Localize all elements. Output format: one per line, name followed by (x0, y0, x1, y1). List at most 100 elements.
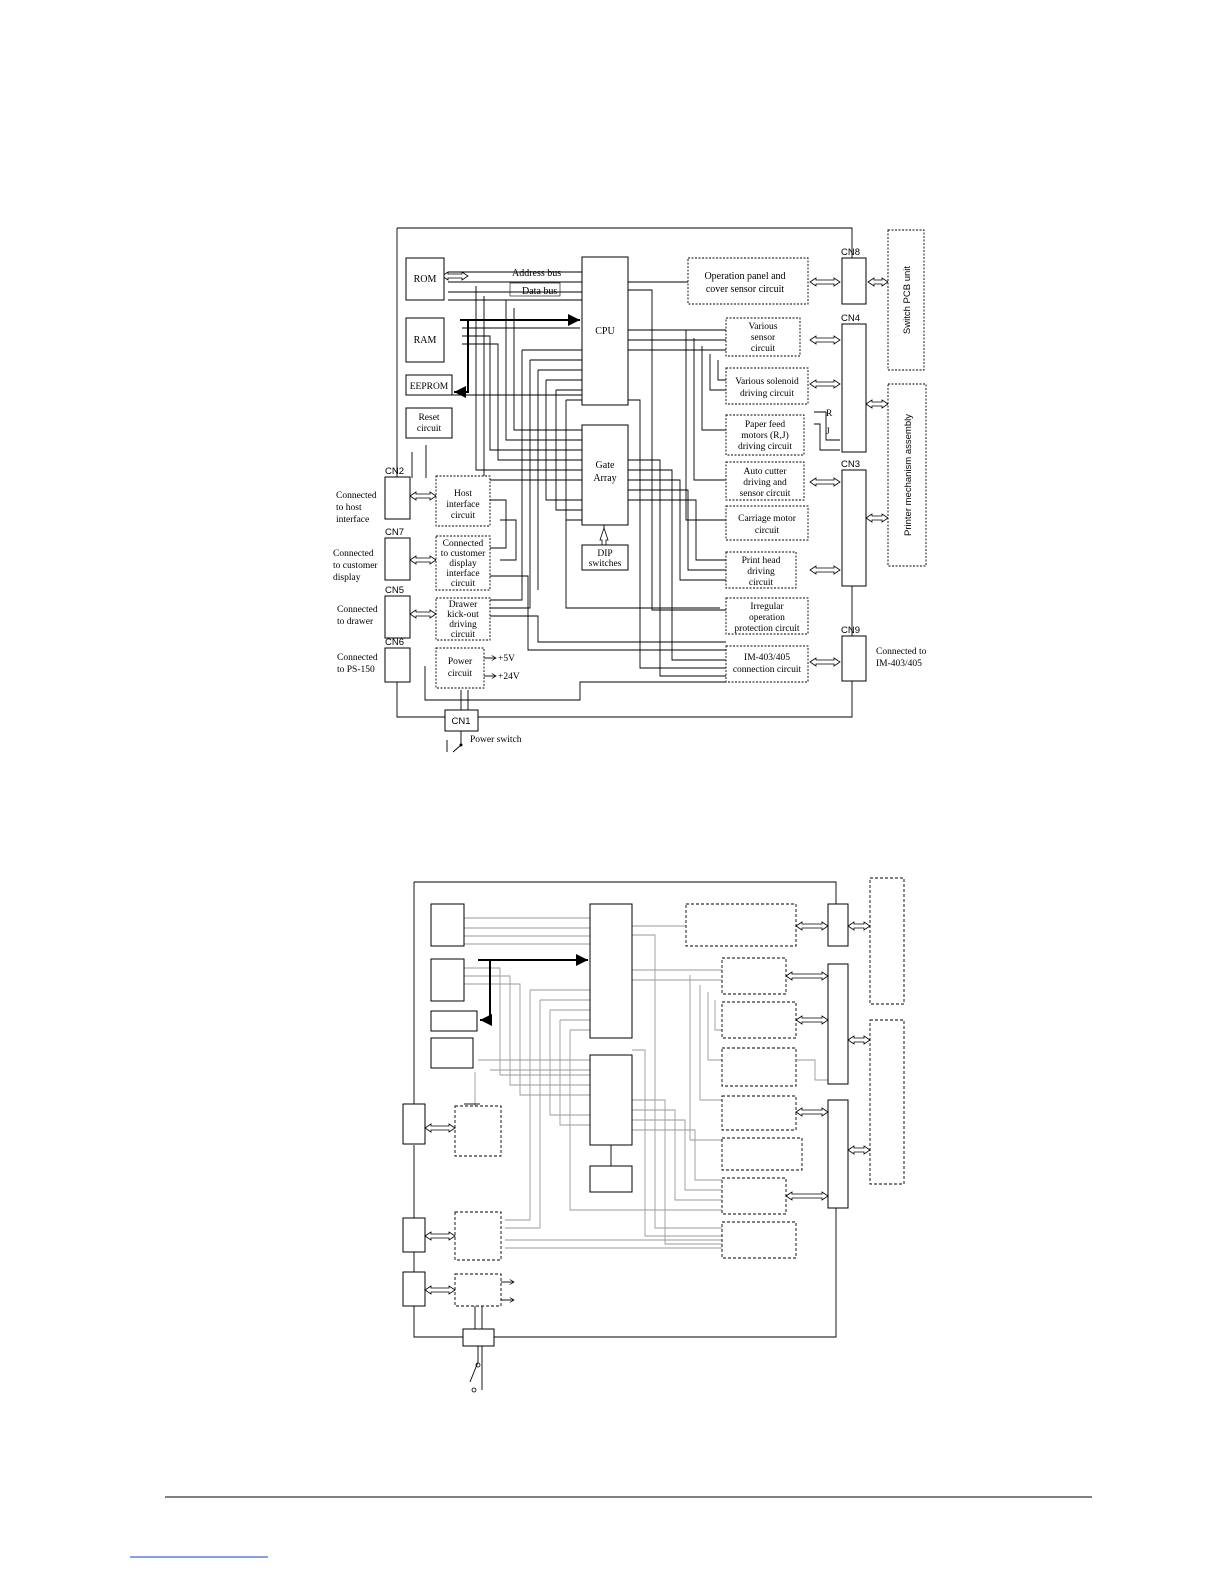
gate-array-label-0: Gate (596, 460, 615, 471)
cn3-connector: CN3 (841, 459, 867, 587)
gate-array-label-1: Array (593, 473, 616, 484)
host-if-1: interface (446, 499, 479, 510)
bottom-printer-mech-box (869, 1019, 905, 1185)
drawer-side-0: Connected (337, 605, 378, 615)
drawer-3: circuit (451, 630, 476, 640)
cn7-connector: CN7 (384, 527, 411, 581)
cust-side-2: display (333, 573, 361, 583)
cn4-connector: CN4 (841, 313, 867, 453)
eeprom-label: EEPROM (410, 382, 449, 392)
cn5-label: CN5 (385, 585, 404, 596)
bottom-switch-pcb-box (869, 877, 905, 1005)
bottom-carriage-box (721, 1137, 803, 1171)
bottom-paper-feed-box (721, 1047, 797, 1087)
reset-block: Reset circuit (405, 407, 453, 439)
irregular-op-block: Irregular operation protection circuit (725, 597, 809, 635)
reset-label-0: Reset (418, 413, 439, 423)
power-1: circuit (448, 669, 473, 679)
print-head-2: circuit (749, 578, 774, 588)
bottom-op-panel-box (685, 903, 797, 947)
rom-block: ROM (405, 257, 445, 301)
switch-pcb-block: Switch PCB unit (887, 229, 925, 371)
bottom-cutter-box (721, 1095, 797, 1131)
ps150-side-1: to PS-150 (337, 665, 375, 675)
dip-switches-block: DIP switches (581, 544, 629, 571)
printer-mechanism-block: Printer mechanism assembly (887, 383, 927, 567)
im-side-1: IM-403/405 (876, 659, 922, 669)
bottom-power-box (454, 1273, 502, 1307)
drawer-2: driving (449, 620, 477, 630)
carriage-motor-block: Carriage motor circuit (725, 505, 809, 541)
reset-label-1: circuit (417, 424, 442, 434)
power-switch-label: Power switch (470, 735, 522, 745)
print-head-1: driving (747, 567, 775, 577)
sensor-1: sensor (751, 333, 776, 343)
cpu-label: CPU (595, 326, 615, 337)
cpu-block: CPU (581, 256, 629, 406)
irregular-2: protection circuit (734, 624, 800, 634)
bottom-rom-box (430, 903, 465, 947)
bottom-ram-box (430, 958, 465, 1002)
cn1-connector: CN1 (444, 709, 479, 732)
top-block-diagram: ROM RAM EEPROM Reset circuit CPU Gate Ar… (333, 227, 927, 753)
cust-if-4: circuit (451, 579, 476, 589)
cutter-2: sensor circuit (740, 489, 791, 499)
cn9-label: CN9 (841, 625, 860, 636)
bottom-host-if-box (454, 1105, 502, 1157)
double-arrows (409, 271, 889, 667)
carriage-0: Carriage motor (738, 514, 797, 524)
cn1-label: CN1 (451, 716, 470, 727)
bottom-cn5-box (402, 1217, 426, 1253)
power-circuit-block: Power circuit (435, 647, 485, 689)
dip-label-1: switches (589, 559, 622, 569)
ram-label: RAM (414, 335, 437, 346)
v5-label: +5V (498, 654, 515, 664)
bottom-eeprom-box (430, 1010, 478, 1032)
host-interface-block: Host interface circuit (435, 475, 491, 527)
eeprom-block: EEPROM (405, 374, 453, 396)
dip-label-0: DIP (597, 549, 612, 559)
irregular-1: operation (749, 613, 785, 623)
sensor-0: Various (748, 322, 777, 332)
bottom-gray-wires (464, 917, 828, 1249)
host-side-0: Connected (336, 491, 377, 501)
solenoid-0: Various solenoid (735, 377, 799, 387)
cn8-label: CN8 (841, 247, 860, 258)
solenoid-1: driving circuit (740, 389, 794, 399)
bottom-cn2-box (402, 1103, 426, 1145)
cutter-1: driving and (743, 478, 787, 488)
host-side-2: interface (336, 514, 369, 525)
cust-if-0: Connected (443, 539, 484, 549)
ram-block: RAM (405, 317, 445, 363)
bottom-block-diagram (402, 877, 905, 1393)
cutter-0: Auto cutter (743, 467, 787, 477)
cust-if-1: to customer (441, 549, 486, 559)
customer-display-if-block: Connected to customer display interface … (435, 535, 491, 591)
drawer-block: Drawer kick-out driving circuit (435, 597, 491, 641)
paper-feed-block: Paper feed motors (R,J) driving circuit (725, 414, 805, 456)
bottom-irregular-box (721, 1221, 797, 1259)
op-panel-0: Operation panel and (704, 271, 785, 282)
paper-feed-1: motors (R,J) (741, 430, 789, 441)
op-panel-block: Operation panel and cover sensor circuit (687, 257, 809, 305)
r-label: R (826, 409, 833, 419)
bottom-cn1-box (462, 1328, 495, 1347)
bottom-gate-array-box (589, 1054, 633, 1146)
host-if-0: Host (454, 489, 472, 499)
cn9-connector: CN9 (841, 625, 867, 682)
cn4-label: CN4 (841, 313, 860, 324)
bottom-cn8-box (827, 903, 849, 947)
v24-label: +24V (498, 672, 520, 682)
bottom-sensor-box (721, 957, 787, 995)
bottom-solenoid-box (721, 1001, 797, 1039)
bottom-reset-box (430, 1037, 474, 1069)
ps150-side-0: Connected (337, 653, 378, 663)
bottom-drawer-box (454, 1211, 502, 1261)
im-side-0: Connected to (876, 647, 927, 657)
cn6-connector: CN6 (384, 637, 411, 683)
drawer-0: Drawer (449, 600, 478, 610)
cn2-label: CN2 (385, 466, 404, 477)
cn8-connector: CN8 (841, 247, 867, 305)
cn3-label: CN3 (841, 459, 860, 470)
